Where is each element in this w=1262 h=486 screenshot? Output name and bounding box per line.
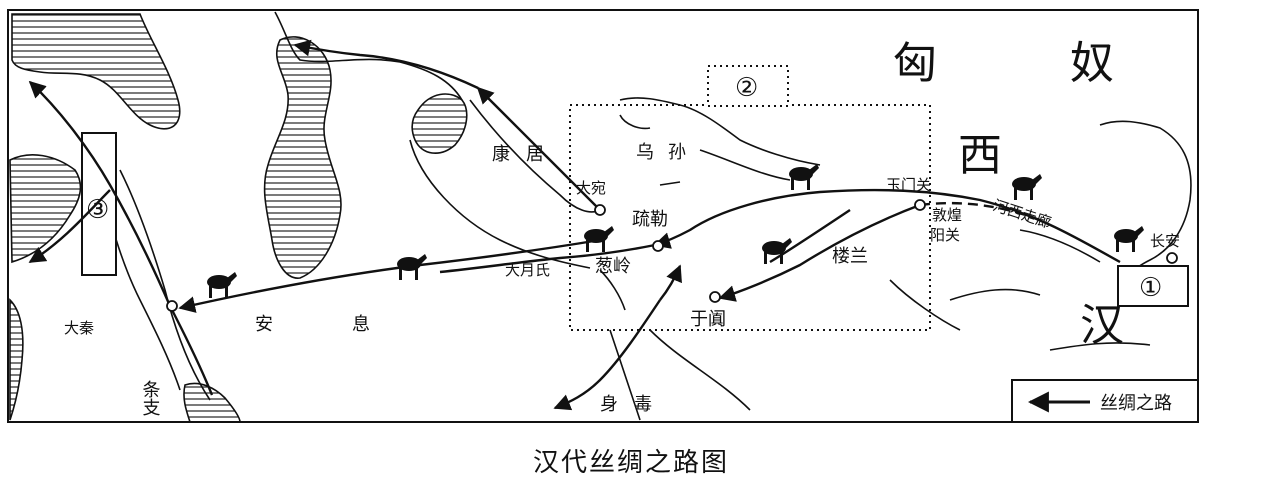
place-label-dunhuang: 敦煌: [932, 206, 962, 224]
region-label-shendu: 身毒: [600, 394, 668, 415]
camel-icon: [762, 238, 792, 264]
route-rome-south: [28, 189, 111, 264]
place-label-loulan: 楼兰: [832, 246, 868, 267]
legend-box: [1011, 379, 1199, 423]
camel-icon: [584, 226, 614, 252]
route-shendu: [553, 299, 661, 411]
place-label-changan: 长安: [1150, 232, 1180, 250]
region-label-anxi-1: 安: [255, 314, 273, 335]
camel-icon: [789, 164, 819, 190]
place-label-yumenguan: 玉门关: [886, 176, 931, 194]
place-label-yangguan: 阳关: [930, 226, 960, 244]
terrain-lines: [99, 11, 1192, 421]
region-label-wusun: 乌孙: [636, 142, 700, 163]
marker-2: ②: [735, 73, 758, 103]
place-label-daqin: 大秦: [64, 319, 94, 337]
place-label-dayuezhi: 大月氏: [505, 261, 550, 279]
marker-1: ①: [1139, 273, 1162, 303]
marker-1-box: [1117, 265, 1189, 307]
red-sea-edge: [9, 298, 24, 421]
region-label-kangju: 康居: [492, 144, 560, 165]
route-west-2: [439, 243, 656, 274]
marker-3: ③: [86, 195, 109, 225]
route-yutian-up: [659, 264, 682, 301]
camel-icon: [1114, 226, 1144, 252]
region-label-anxi-2: 息: [352, 314, 370, 335]
camel-icons: [207, 164, 1144, 298]
marker-2-box: [707, 65, 789, 107]
legend-label: 丝绸之路: [1100, 393, 1172, 414]
map-frame: [7, 9, 1199, 423]
route-south: [718, 203, 921, 302]
place-label-congling: 葱岭: [595, 256, 631, 277]
aral-sea: [411, 93, 468, 154]
marker-3-box: [81, 132, 117, 276]
camel-icon: [397, 254, 427, 280]
route-kangju: [293, 39, 479, 90]
map-caption: 汉代丝绸之路图: [532, 448, 729, 478]
route-central: [769, 209, 851, 264]
camel-icon: [207, 272, 237, 298]
place-label-dawan: 大宛: [576, 179, 606, 197]
region-label-xiongnu-2: 奴: [1070, 38, 1114, 89]
route-north: [653, 188, 1121, 264]
mediterranean-sea: [11, 13, 181, 130]
city-dots: [166, 199, 1178, 312]
place-label-shule: 疏勒: [632, 209, 668, 230]
caspian-sea: [263, 36, 342, 279]
camel-icon: [1012, 174, 1042, 200]
route-dawan-north: [476, 86, 601, 211]
place-label-yutian: 于阗: [690, 309, 726, 330]
route-tiaozhi: [168, 305, 214, 396]
region-label-xiyu: 西: [958, 130, 1002, 181]
region-label-tiaozhi: 条支: [140, 380, 161, 416]
region-label-xiongnu-1: 匈: [893, 38, 937, 89]
route-to-rome: [28, 80, 172, 307]
region-label-han: 汉: [1080, 300, 1124, 351]
